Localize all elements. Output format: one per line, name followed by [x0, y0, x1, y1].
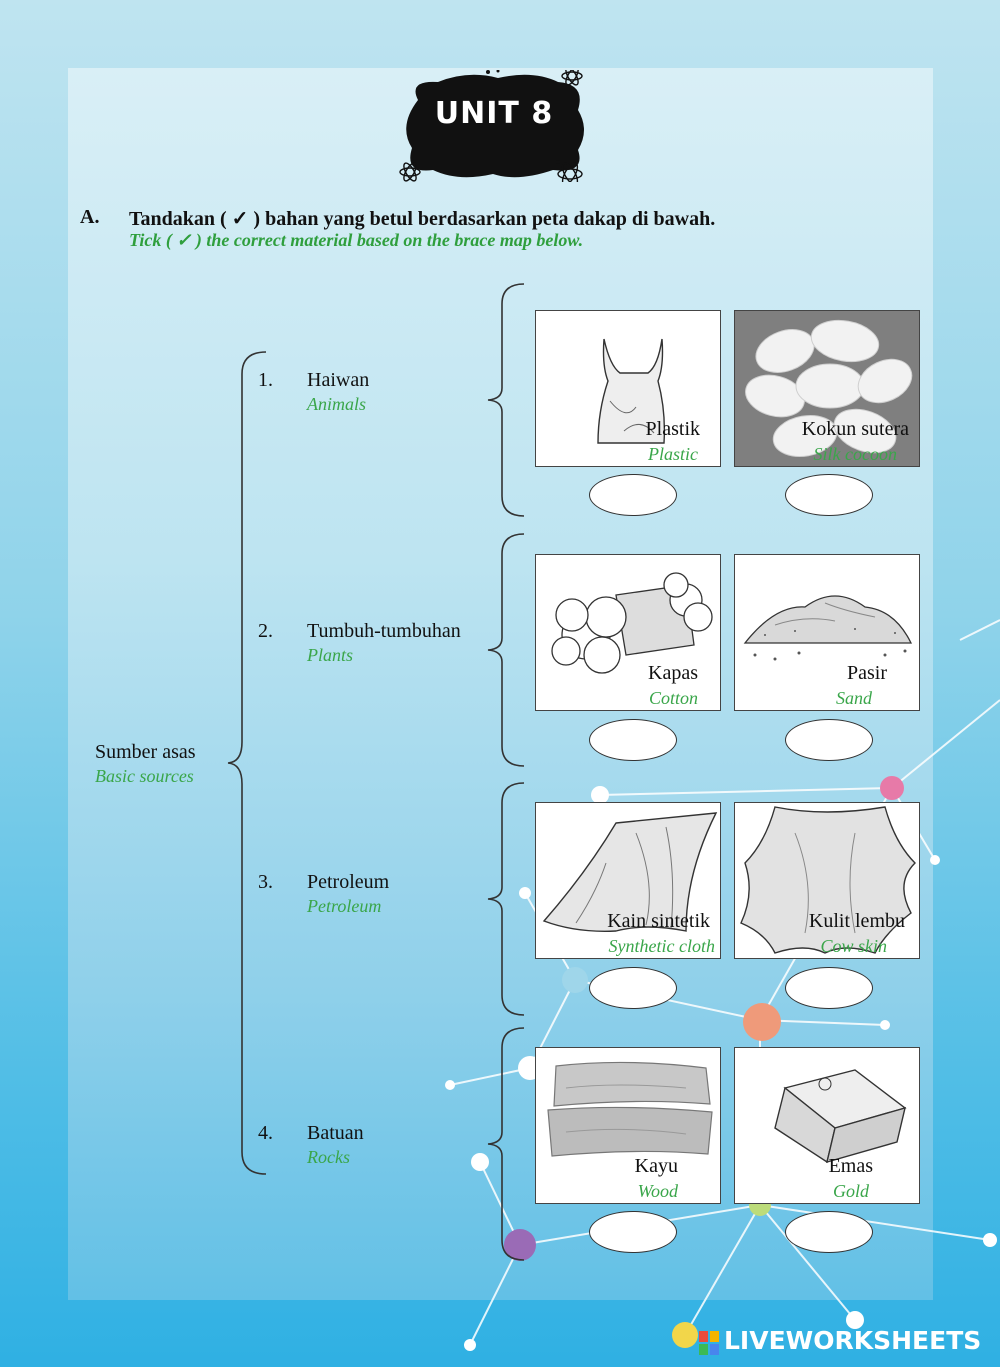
category-3-translation: Petroleum [307, 896, 382, 916]
category-2-label: Tumbuh-tumbuhan [307, 620, 461, 642]
category-4-number: 4. [258, 1122, 273, 1144]
card-gold-label: Emas [828, 1155, 873, 1177]
card-plastic-label: Plastik [645, 418, 700, 440]
tick-box-cow-skin[interactable] [785, 967, 873, 1009]
card-cow-skin-label: Kulit lembu [808, 910, 905, 932]
wood-icon [547, 1061, 713, 1157]
category-1-number: 1. [258, 369, 273, 391]
card-silk-cocoon-translation: Silk cocoon [813, 444, 897, 464]
category-2-number: 2. [258, 620, 273, 642]
question-number: A. [80, 206, 100, 228]
card-wood-label: Kayu [634, 1155, 678, 1177]
card-cow-skin: Kulit lembu Cow skin [734, 802, 920, 959]
tick-box-gold[interactable] [785, 1211, 873, 1253]
cotton-icon [551, 572, 713, 674]
card-synthetic-cloth-translation: Synthetic cloth [608, 936, 715, 956]
cow-skin-icon [740, 806, 916, 954]
tick-box-sand[interactable] [785, 719, 873, 761]
unit-title: UNIT 8 [434, 96, 554, 131]
category-2-translation: Plants [307, 645, 354, 665]
category-3-label: Petroleum [307, 871, 390, 893]
sand-icon [743, 595, 913, 661]
tick-box-synthetic-cloth[interactable] [589, 967, 677, 1009]
card-synthetic-cloth: Kain sintetik Synthetic cloth [535, 802, 721, 959]
plastic-bag-icon [597, 338, 666, 444]
gold-bar-icon [774, 1069, 907, 1164]
brace-group-2 [487, 533, 525, 767]
tick-box-plastic[interactable] [589, 474, 677, 516]
card-cow-skin-translation: Cow skin [820, 936, 887, 956]
card-cotton: Kapas Cotton [535, 554, 721, 711]
card-sand: Pasir Sand [734, 554, 920, 711]
main-brace [227, 351, 267, 1175]
cloth-icon [542, 812, 718, 932]
question-text-malay: Tandakan ( ✓ ) bahan yang betul berdasar… [129, 208, 716, 230]
brace-group-3 [487, 782, 525, 1016]
root-translation: Basic sources [95, 766, 194, 786]
card-cotton-translation: Cotton [648, 688, 698, 708]
tick-box-wood[interactable] [589, 1211, 677, 1253]
question-text-english: Tick ( ✓ ) the correct material based on… [129, 230, 584, 250]
category-3-number: 3. [258, 871, 273, 893]
card-silk-cocoon-label: Kokun sutera [801, 418, 909, 440]
category-4-translation: Rocks [307, 1147, 350, 1167]
brace-group-1 [487, 283, 525, 517]
unit-badge [399, 70, 584, 182]
category-1-label: Haiwan [307, 369, 370, 391]
category-4-label: Batuan [307, 1122, 364, 1144]
card-silk-cocoon: Kokun sutera Silk cocoon [734, 310, 920, 467]
root-label: Sumber asas [95, 741, 196, 763]
card-sand-label: Pasir [847, 662, 887, 684]
brace-group-4 [487, 1027, 525, 1261]
card-sand-translation: Sand [836, 688, 872, 708]
card-plastic-translation: Plastic [648, 444, 698, 464]
card-synthetic-cloth-label: Kain sintetik [607, 910, 710, 932]
liveworksheets-logo-icon [699, 1331, 719, 1355]
tick-box-cotton[interactable] [589, 719, 677, 761]
card-gold: Emas Gold [734, 1047, 920, 1204]
card-wood: Kayu Wood [535, 1047, 721, 1204]
footer-brand: LIVEWORKSHEETS [724, 1326, 982, 1355]
card-wood-translation: Wood [637, 1181, 678, 1201]
card-gold-translation: Gold [833, 1181, 869, 1201]
category-1-translation: Animals [307, 394, 367, 414]
card-plastic: Plastik Plastic [535, 310, 721, 467]
card-cotton-label: Kapas [648, 662, 698, 684]
tick-box-silk-cocoon[interactable] [785, 474, 873, 516]
silk-cocoon-icon [745, 319, 913, 457]
